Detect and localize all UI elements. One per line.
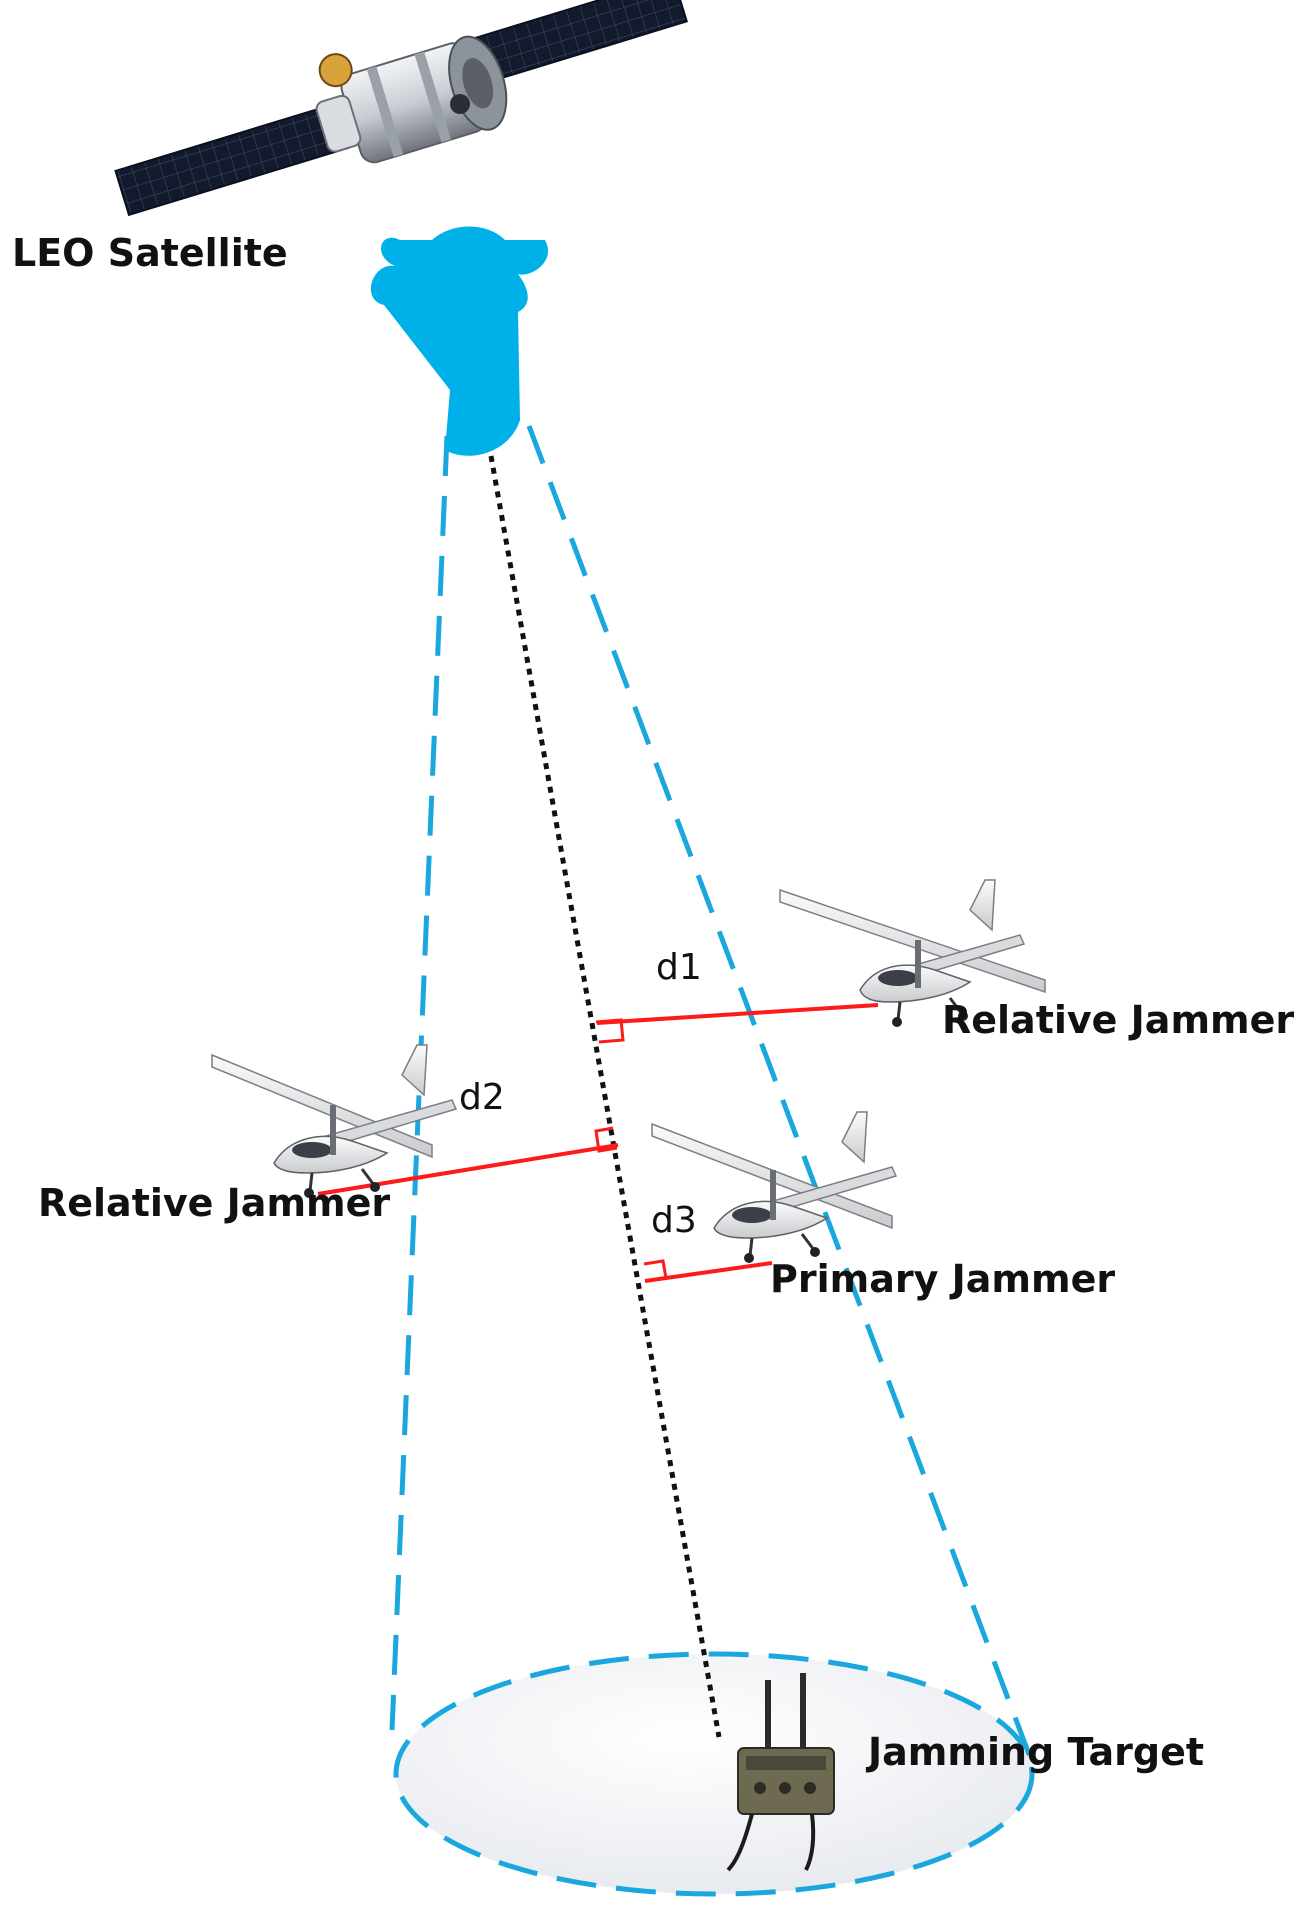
satellite-beam	[370, 226, 549, 456]
coverage-footprint	[393, 1651, 1035, 1897]
satellite-icon	[114, 0, 689, 217]
label-d1: d1	[656, 947, 702, 988]
line-of-sight	[488, 455, 722, 1738]
label-jamming-target: Jamming Target	[868, 1730, 1205, 1774]
jamming-device-icon	[726, 1673, 835, 1872]
label-relative-jammer-right: Relative Jammer	[942, 998, 1295, 1042]
cone-edge-left	[389, 435, 450, 1731]
uav-icon	[211, 1044, 458, 1198]
label-relative-jammer-left: Relative Jammer	[38, 1181, 391, 1225]
label-d2: d2	[459, 1077, 505, 1118]
uav-icon	[651, 1111, 898, 1263]
distance-d3	[643, 1259, 773, 1283]
distance-d2	[317, 1126, 619, 1196]
cone-edge-right	[526, 425, 1033, 1758]
distance-d1	[595, 1003, 879, 1044]
label-primary-jammer: Primary Jammer	[770, 1257, 1116, 1301]
label-leo-satellite: LEO Satellite	[12, 231, 288, 275]
label-d3: d3	[651, 1200, 697, 1241]
uav-icon	[779, 879, 1046, 1027]
